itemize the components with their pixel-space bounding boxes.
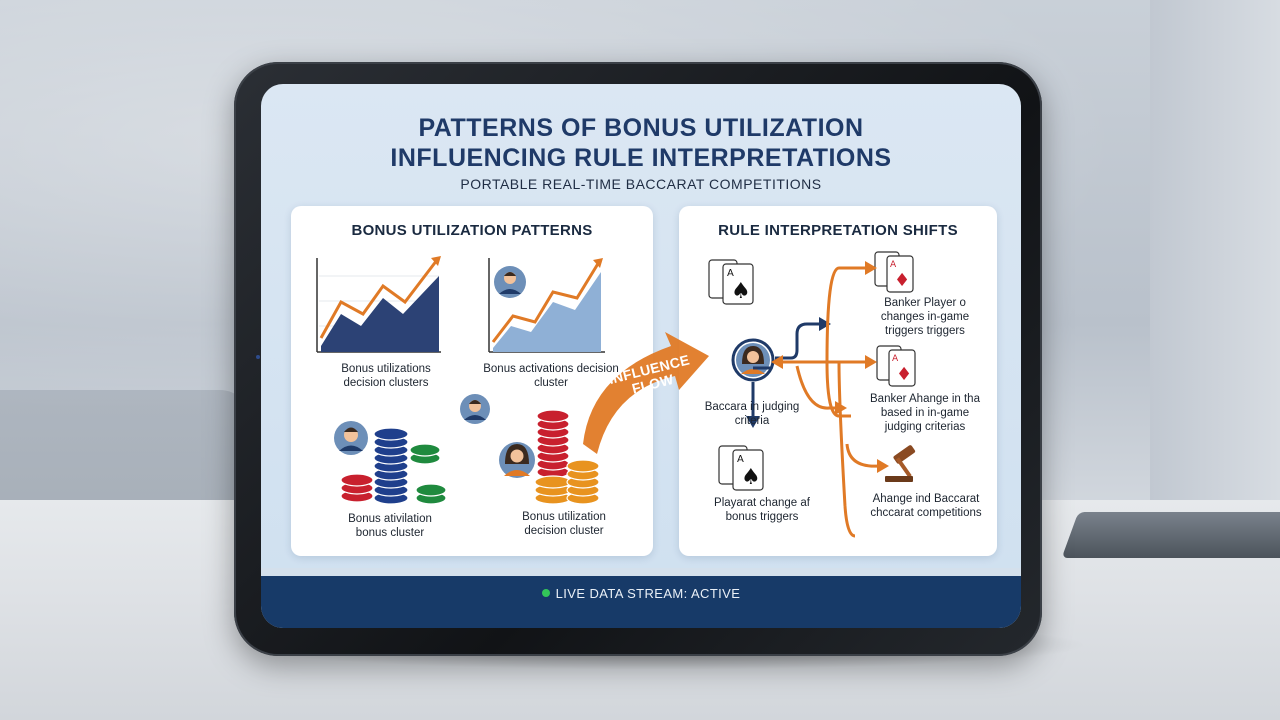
- trend-chart-1: [316, 256, 441, 353]
- playing-card-icon: A ♦: [876, 345, 916, 387]
- bonus-triggers-label: Playarat change af bonus triggers: [714, 497, 810, 523]
- live-status-dot-icon: [541, 589, 550, 597]
- svg-text:♠: ♠: [741, 465, 761, 490]
- svg-text:A: A: [727, 268, 734, 279]
- bonus-patterns-title: BONUS UTILIZATION PATTERNS: [351, 222, 593, 239]
- poker-chip-icon: [534, 409, 600, 505]
- chips2-label: Bonus utilization decision cluster: [522, 511, 606, 537]
- chips1-label: Bonus ativilation bonus cluster: [348, 513, 432, 539]
- arrow-icon: [779, 266, 881, 538]
- arrow-icon: [771, 355, 783, 369]
- live-status-text: LIVE DATA STREAM: ACTIVE: [555, 586, 741, 601]
- person-icon: [499, 442, 535, 478]
- status-bar-stripe: [261, 568, 1021, 576]
- live-status: LIVE DATA STREAM: ACTIVE: [261, 586, 1021, 601]
- person-icon: [460, 394, 490, 424]
- playing-card-icon: A ♦: [874, 251, 914, 293]
- arrow-icon: [751, 322, 819, 418]
- gavel-label: Ahange ind Baccarat chccarat competition…: [870, 493, 982, 519]
- arrow-icon: [865, 261, 877, 275]
- gavel-icon: [885, 445, 916, 482]
- person-icon: [494, 266, 526, 298]
- svg-text:♠: ♠: [731, 279, 751, 304]
- person-icon: [731, 338, 775, 382]
- arrow-icon: [819, 317, 831, 331]
- playing-card-icon: A ♠: [708, 259, 754, 305]
- trend-chart-2: [488, 258, 605, 353]
- rule-shifts-illustration: A ♠ A ♠ A ♦ A ♦: [708, 251, 916, 538]
- arrow-icon: [877, 459, 889, 473]
- svg-text:♦: ♦: [896, 364, 912, 385]
- page-title-line1: PATTERNS OF BONUS UTILIZATION: [418, 114, 864, 142]
- svg-text:A: A: [892, 354, 899, 364]
- chart1-label: Bonus utilizations decision clusters: [341, 363, 431, 389]
- poker-chip-icon: [340, 427, 447, 505]
- banker-label-2: Banker Ahange in tha based in in-game ju…: [870, 393, 980, 433]
- arrow-icon: [835, 401, 847, 415]
- background-panel: [1150, 0, 1280, 500]
- status-bar: LIVE DATA STREAM: ACTIVE: [261, 568, 1021, 628]
- page-subtitle: PORTABLE REAL-TIME BACCARAT COMPETITIONS: [460, 176, 822, 192]
- tablet-camera: [256, 355, 260, 359]
- svg-text:♦: ♦: [894, 270, 910, 291]
- cards-criteria-label: Baccara in judging criteria: [704, 401, 800, 427]
- banker-label-1: Banker Player o changes in-game triggers…: [880, 297, 970, 337]
- tablet-screen: PATTERNS OF BONUS UTILIZATION INFLUENCIN…: [261, 84, 1021, 628]
- bonus-patterns-panel: BONUS UTILIZATION PATTERNS: [291, 206, 653, 556]
- laptop-edge: [1061, 512, 1280, 558]
- arrow-icon: [746, 416, 760, 428]
- arrow-icon: [865, 355, 877, 369]
- bonus-patterns-illustration: [316, 256, 605, 505]
- person-icon: [334, 421, 368, 455]
- chart2-label: Bonus activations decision cluster: [483, 363, 619, 389]
- playing-card-icon: A ♠: [718, 445, 764, 491]
- svg-text:A: A: [737, 454, 744, 465]
- page-title-line2: INFLUENCING RULE INTERPRETATIONS: [390, 144, 892, 172]
- svg-text:A: A: [890, 260, 897, 270]
- rule-shifts-panel: RULE INTERPRETATION SHIFTS A ♠ A ♠ A: [679, 206, 997, 556]
- rule-shifts-title: RULE INTERPRETATION SHIFTS: [718, 222, 958, 239]
